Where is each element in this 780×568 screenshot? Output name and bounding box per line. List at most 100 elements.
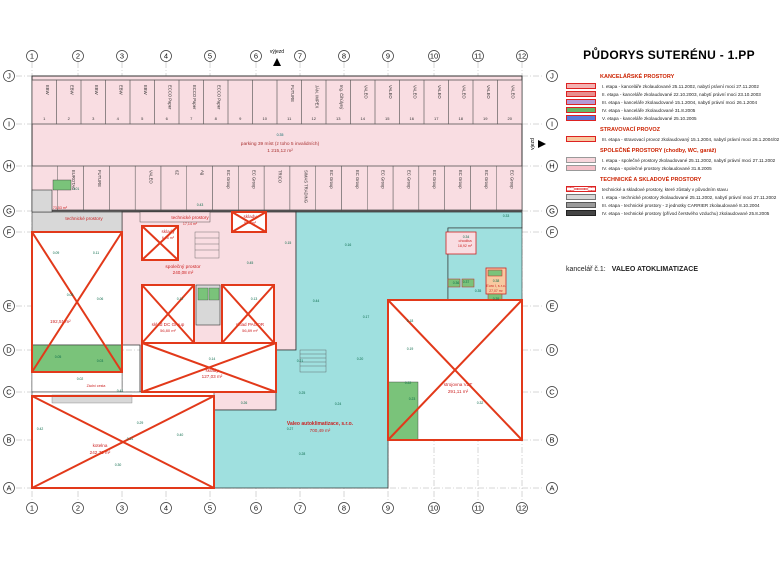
svg-text:12: 12 — [518, 52, 526, 61]
svg-text:9: 9 — [386, 52, 390, 61]
storage-b-label: sklady — [243, 214, 257, 219]
parking-spot-number: 15 — [385, 116, 390, 121]
svg-text:J: J — [7, 72, 11, 81]
room-code-label: 0.36 — [453, 281, 460, 285]
staircase-2 — [194, 231, 220, 259]
legend-group-heading: STRAVOVACÍ PROVOZ — [600, 127, 660, 133]
unchanged-area-marker — [141, 225, 179, 261]
parking-spot-number: 9 — [239, 116, 242, 121]
column-marker-3-bottom: 3 — [116, 502, 128, 514]
room-code-label: 0.05 — [55, 355, 62, 359]
column-marker-12: 12 — [516, 50, 528, 62]
row-marker-A: A — [3, 482, 15, 494]
parking-spot-tenant: ECCO Paper — [192, 85, 197, 110]
green-tile-3 — [487, 269, 503, 277]
legend-item-text: V. etapa - kanceláře zkolaudované 25.10.… — [602, 115, 697, 121]
hvac-label: strojovna VZT — [444, 382, 473, 387]
legend-group-heading: TECHNICKÉ A SKLADOVÉ PROSTORY — [600, 177, 702, 183]
common-area-value: 240,08 m² — [173, 270, 194, 275]
legend-item: III. etapa - stravovací provoz zkolaudov… — [562, 135, 779, 143]
room-code-label: 0.21 — [297, 359, 304, 363]
hvac-green — [387, 381, 419, 441]
room-code-label: 0.01 — [73, 187, 80, 191]
room-code-label: 0.33 — [503, 214, 510, 218]
boiler-label: kotelna — [93, 443, 108, 448]
legend-item-text: I. etapa - technické prostory zkolaudova… — [602, 194, 777, 200]
unchanged-area-marker — [231, 211, 267, 233]
parking-spot-tenant: EC Group — [226, 170, 231, 189]
room-code-label: 0.29 — [137, 421, 144, 425]
room-code-label: 0.24 — [335, 402, 342, 406]
svg-text:3: 3 — [120, 52, 124, 61]
tech-top — [139, 211, 211, 223]
svg-text:výjezd: výjezd — [270, 49, 284, 55]
svg-text:11: 11 — [474, 52, 482, 61]
parking-spot-number: 17 — [434, 116, 439, 121]
column-marker-8-bottom: 8 — [338, 502, 350, 514]
row-marker-D-right: D — [546, 344, 558, 356]
legend-swatch — [566, 115, 596, 121]
parking-spot-tenant: EC Group — [406, 170, 411, 189]
parking-spot-tenant: VALEO — [388, 85, 393, 99]
top-entrance: výjezd — [270, 49, 284, 66]
office-note: kancelář č.1: VALEO ATOKLIMATIZACE — [566, 266, 698, 273]
svg-text:8: 8 — [342, 52, 346, 61]
west-white-strip — [31, 371, 123, 393]
staircase — [299, 349, 327, 373]
svg-text:C: C — [6, 388, 12, 397]
legend-group-heading: SPOLEČNÉ PROSTORY (chodby, WC, garáž) — [600, 148, 717, 154]
svg-text:10: 10 — [430, 504, 438, 513]
parking-spot-tenant: VALEO — [510, 85, 515, 99]
row-marker-B: B — [3, 434, 15, 446]
svg-text:E: E — [6, 302, 11, 311]
svg-text:9: 9 — [386, 504, 390, 513]
svg-text:H: H — [549, 162, 554, 171]
svg-text:F: F — [550, 228, 555, 237]
room-code-label: 0.40 — [177, 433, 184, 437]
svg-text:4: 4 — [164, 52, 168, 61]
parking-spot-tenant: EC Group — [252, 170, 257, 189]
legend-item: II. etapa - kanceláře zkolaudované 22.10… — [562, 90, 776, 98]
parking-spot-tenant: VALEO — [461, 85, 466, 99]
column-marker-5-bottom: 5 — [204, 502, 216, 514]
parking-spot-tenant: Ag — [200, 170, 205, 176]
legend-group: STRAVOVACÍ PROVOZ III. etapa - stravovací… — [562, 127, 779, 143]
common-label: společný prostor — [165, 264, 201, 270]
svg-text:J: J — [550, 72, 554, 81]
column-marker-4-bottom: 4 — [160, 502, 172, 514]
parking-spot-tenant: VALEO — [437, 85, 442, 99]
svg-text:5: 5 — [208, 52, 212, 61]
room-code-label: 0.39 — [493, 297, 500, 301]
parking-spot-number: 12 — [312, 116, 317, 121]
parking-spot-tenant: EC Group — [329, 170, 334, 189]
office-note-company: VALEO ATOKLIMATIZACE — [611, 266, 699, 273]
shaft-green-2 — [208, 287, 220, 301]
svg-text:G: G — [549, 207, 555, 216]
column-marker-6: 6 — [250, 50, 262, 62]
room-code-label: 0.12 — [177, 297, 184, 301]
office-note-label: kancelář č.1: — [566, 266, 606, 273]
row-marker-B-right: B — [546, 434, 558, 446]
row-marker-H: H — [3, 160, 15, 172]
row-marker-H-right: H — [546, 160, 558, 172]
euro-label: Euro I, s.r.o. — [486, 284, 505, 288]
room-code-label: 0.23 — [409, 397, 416, 401]
west-area: 192,51 m² — [50, 319, 71, 324]
parking-spot-number: 20 — [508, 116, 513, 121]
shaft-green — [197, 287, 209, 301]
legend-item: V. etapa - kanceláře zkolaudované 25.10.… — [562, 114, 776, 122]
column-marker-11: 11 — [472, 50, 484, 62]
svg-text:A: A — [549, 484, 554, 493]
lower-spots-strip — [31, 165, 523, 211]
legend-group: SPOLEČNÉ PROSTORY (chodby, WC, garáž)I. … — [562, 148, 776, 172]
room-code-label: 0.19 — [407, 347, 414, 351]
parking-spot-tenant: EBW — [69, 85, 74, 95]
svg-text:I: I — [8, 120, 10, 129]
column-marker-12-bottom: 12 — [516, 502, 528, 514]
legend-swatch — [566, 107, 596, 113]
room-code-label: 0.43 — [197, 203, 204, 207]
